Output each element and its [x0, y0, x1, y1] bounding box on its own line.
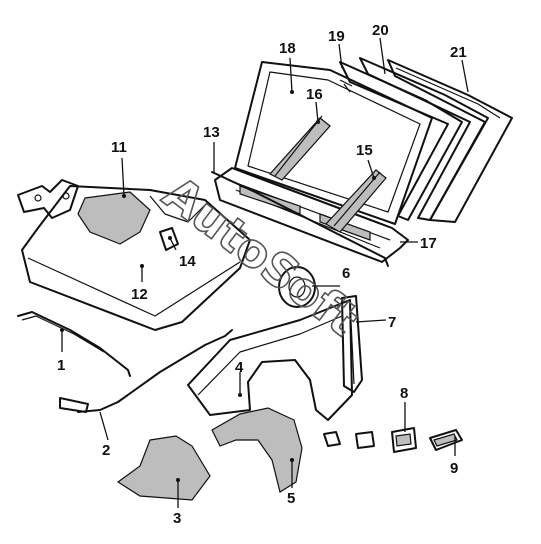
callout-13: 13	[203, 124, 220, 141]
side-marker-lamp	[391, 427, 417, 453]
callout-16: 16	[306, 86, 323, 103]
rubber-grommet	[278, 266, 316, 308]
callout-14: 14	[179, 253, 196, 270]
callout-20: 20	[372, 22, 389, 39]
callout-1: 1	[57, 357, 65, 374]
windshield-glass	[234, 61, 433, 225]
callout-5: 5	[287, 490, 295, 507]
callout-4: 4	[235, 359, 244, 376]
callout-18: 18	[279, 40, 296, 57]
callout-15: 15	[356, 142, 373, 159]
callout-21: 21	[450, 44, 467, 61]
inner-fender-liner	[211, 407, 303, 493]
splash-guard	[116, 435, 211, 501]
wiper-arm-right	[325, 169, 387, 233]
wiper-arm-left	[269, 115, 331, 181]
leader-lines	[61, 37, 469, 508]
callout-11: 11	[111, 139, 127, 156]
mounting-clip-b	[355, 431, 375, 449]
callout-12: 12	[131, 286, 148, 303]
fender-bracket	[341, 295, 363, 393]
hood-latch	[159, 227, 179, 251]
callout-6: 6	[342, 265, 350, 282]
hood-hinge	[17, 179, 79, 219]
front-fender	[187, 299, 353, 421]
callout-19: 19	[328, 28, 345, 45]
leader-dots	[60, 90, 376, 482]
windshield-seal-outer	[387, 59, 513, 223]
hood-release-cable	[59, 329, 233, 413]
callout-3: 3	[173, 510, 181, 527]
callout-labels: 1 2 3 4 5 6 7 8 9 11 12 13 14 15 16 17 1…	[57, 22, 467, 527]
callout-8: 8	[400, 385, 408, 402]
callout-9: 9	[450, 460, 458, 477]
callout-7: 7	[388, 314, 396, 331]
windshield-seal-inner	[339, 61, 463, 221]
mounting-clip-a	[323, 431, 341, 447]
cowl-seal-strip	[211, 171, 389, 267]
callout-17: 17	[420, 235, 437, 252]
hood-panel	[21, 185, 251, 331]
callout-2: 2	[102, 442, 110, 459]
hood-prop-rod	[17, 311, 131, 377]
turn-signal-repeater	[429, 429, 463, 451]
